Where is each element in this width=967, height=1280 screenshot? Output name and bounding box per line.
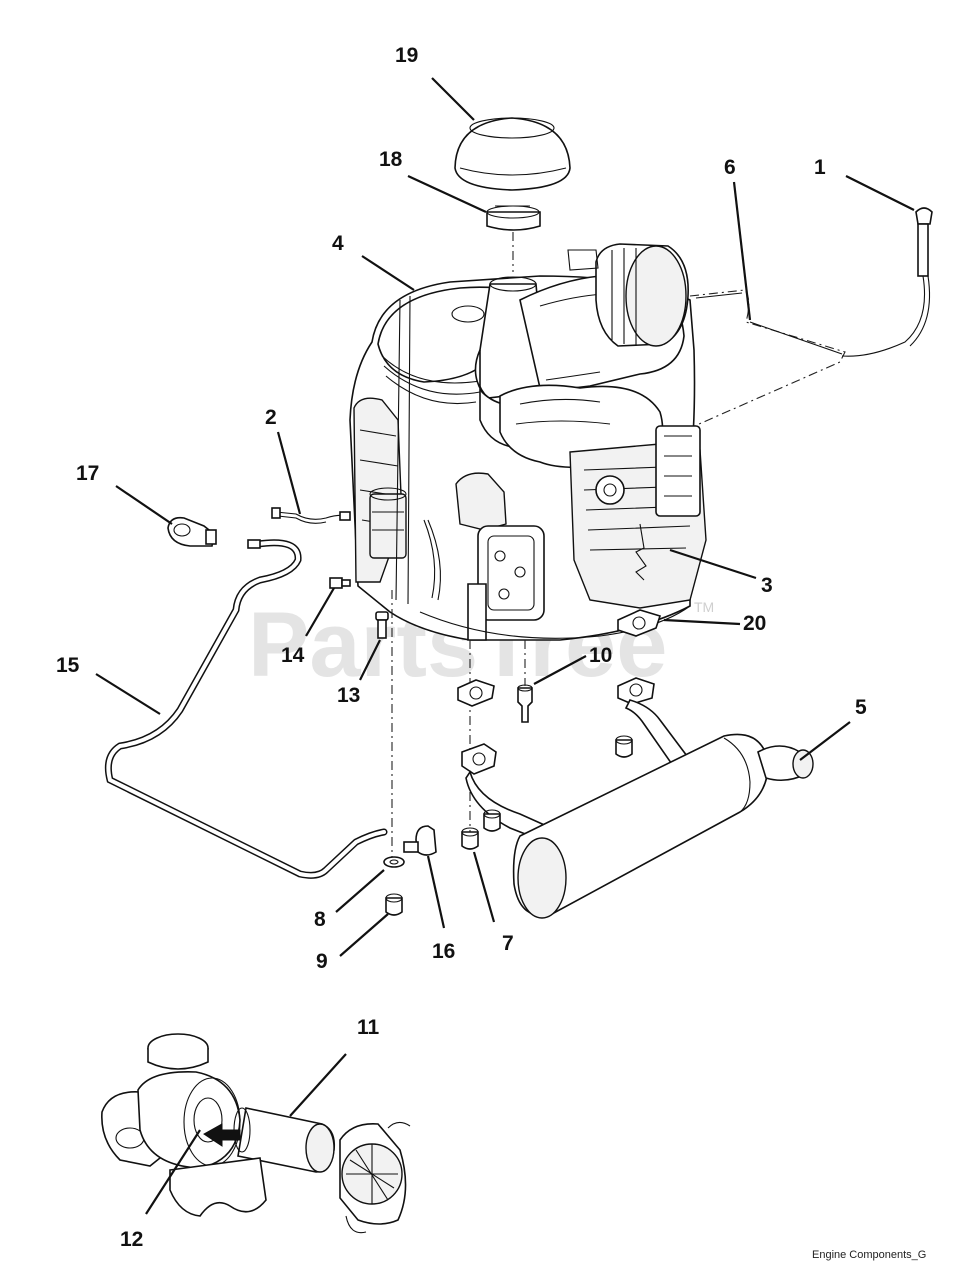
callout-7: 7 — [502, 932, 514, 955]
leader-5 — [799, 721, 851, 761]
leader-2 — [276, 431, 302, 515]
part-14-bolt — [329, 577, 351, 589]
leader-3 — [669, 548, 757, 580]
callout-11: 11 — [357, 1016, 380, 1039]
diagram-caption: Engine Components_G — [812, 1249, 926, 1261]
callout-12: 12 — [120, 1228, 143, 1251]
leader-6 — [732, 181, 752, 321]
callout-16: 16 — [432, 940, 455, 963]
leader-20 — [663, 618, 741, 626]
leader-19 — [431, 77, 475, 121]
gasket-left — [457, 679, 495, 707]
callout-5: 5 — [855, 696, 867, 719]
callout-19: 19 — [395, 44, 418, 67]
part-18-clamp — [486, 205, 541, 231]
callout-18: 18 — [379, 148, 403, 171]
callout-1: 1 — [814, 156, 826, 179]
part-15-hose — [104, 539, 388, 879]
part-13-screw — [375, 611, 389, 639]
leader-4 — [361, 255, 415, 291]
part-20-gasket — [617, 609, 662, 637]
part-1-dipstick — [841, 207, 933, 357]
leader-12 — [145, 1129, 201, 1215]
leader-16 — [426, 855, 446, 929]
callout-15: 15 — [56, 654, 80, 677]
callout-17: 17 — [76, 462, 99, 485]
part-5-muffler — [461, 677, 814, 919]
leader-11 — [289, 1053, 347, 1117]
part-8-washer — [383, 856, 405, 868]
leader-9 — [339, 913, 389, 957]
leader-lines — [95, 77, 915, 1215]
callout-2: 2 — [265, 406, 277, 429]
callout-8: 8 — [314, 908, 326, 931]
callout-4: 4 — [332, 232, 344, 255]
watermark-tm: TM — [694, 599, 714, 615]
leader-13 — [359, 639, 381, 681]
callout-6: 6 — [724, 156, 736, 179]
callout-labels: 19 18 4 6 1 2 17 3 20 10 14 13 15 5 8 9 … — [56, 44, 867, 1251]
leader-10 — [533, 655, 587, 685]
leader-1 — [845, 175, 915, 211]
callout-14: 14 — [281, 644, 305, 667]
leader-15 — [95, 673, 161, 715]
leader-8 — [335, 869, 385, 913]
leader-18 — [407, 175, 487, 213]
callout-13: 13 — [337, 684, 360, 707]
leader-17 — [115, 485, 173, 525]
leader-14 — [305, 587, 335, 637]
part-16-elbow-fitting — [403, 825, 437, 856]
part-17-breather-cap — [167, 516, 217, 547]
callout-10: 10 — [589, 644, 612, 667]
part-19-air-cleaner-cover — [454, 117, 571, 191]
leader-7 — [472, 851, 496, 923]
detail-air-cleaner-inset — [101, 1033, 411, 1234]
part-6-mounting-plate — [689, 289, 846, 429]
part-4-engine — [349, 243, 707, 641]
part-7-nuts — [461, 735, 633, 850]
part-10-connector — [517, 684, 533, 723]
part-2-wire — [271, 507, 351, 524]
callout-3: 3 — [761, 574, 773, 597]
part-9-nut — [385, 893, 403, 916]
callout-20: 20 — [743, 612, 766, 635]
callout-9: 9 — [316, 950, 328, 973]
